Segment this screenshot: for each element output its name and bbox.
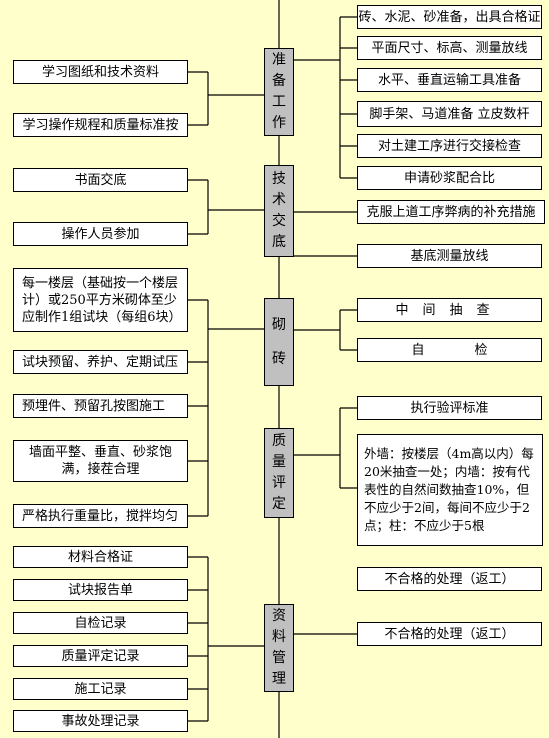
stage-quality-assessment: 质量评定 (264, 428, 294, 518)
prep-item-layout-survey: 平面尺寸、标高、测量放线 (357, 36, 542, 60)
build-item-embedded-parts: 预埋件、预留孔按图施工 (13, 394, 188, 418)
build-item-interim-check: 中间抽查 (357, 298, 542, 322)
data-item-self-check-record: 自检记录 (13, 612, 188, 634)
tech-item-written-briefing: 书面交底 (13, 168, 188, 192)
prep-item-mortar-ratio: 申请砂浆配合比 (357, 166, 542, 190)
data-item-material-cert: 材料合格证 (13, 546, 188, 568)
prep-item-handover-check: 对土建工序进行交接检查 (357, 134, 542, 158)
data-item-rework: 不合格的处理（返工） (357, 622, 542, 646)
data-item-quality-record: 质量评定记录 (13, 645, 188, 667)
build-item-self-check: 自检 (357, 338, 542, 362)
build-item-wall-flatness: 墙面平整、垂直、砂浆饱满，接茬合理 (13, 440, 188, 482)
stage-preparation: 准备工作 (264, 48, 294, 136)
prep-item-study-procedures: 学习操作规程和质量标准按 (13, 113, 188, 137)
prep-item-materials-certificate: 砖、水泥、砂准备，出具合格证 (357, 5, 542, 29)
stage-technical-briefing: 技术交底 (264, 165, 294, 257)
tech-item-workers-attend: 操作人员参加 (13, 222, 188, 246)
data-item-accident-record: 事故处理记录 (13, 710, 188, 732)
tech-item-base-survey: 基底测量放线 (357, 244, 542, 268)
build-item-test-curing: 试块预留、养护、定期试压 (13, 350, 188, 374)
tech-item-remedial-measures: 克服上道工序弊病的补充措施 (357, 200, 545, 224)
prep-item-study-drawings: 学习图纸和技术资料 (13, 60, 188, 84)
prep-item-scaffolding: 脚手架、马道准备 立皮数杆 (357, 101, 542, 127)
quality-item-standard: 执行验评标准 (357, 396, 542, 420)
build-item-test-block-rule: 每一楼层（基础按一个楼层计）或250平方米砌体至少应制作1组试块（每组6块） (13, 268, 188, 332)
self-check-label: 自检 (411, 342, 538, 358)
data-item-test-report: 试块报告单 (13, 579, 188, 601)
quality-item-sampling-rules: 外墙：按楼层（4m高以内）每20米抽查一处；内墙：按有代表性的自然间数抽查10%… (357, 434, 543, 546)
stage-bricklaying: 砌砖 (264, 298, 294, 386)
prep-item-transport-tools: 水平、垂直运输工具准备 (357, 68, 542, 92)
data-item-construction-record: 施工记录 (13, 678, 188, 700)
quality-item-rework: 不合格的处理（返工） (357, 567, 542, 591)
build-item-weight-ratio: 严格执行重量比，搅拌均匀 (13, 504, 188, 528)
stage-document-management: 资料管理 (264, 604, 294, 692)
